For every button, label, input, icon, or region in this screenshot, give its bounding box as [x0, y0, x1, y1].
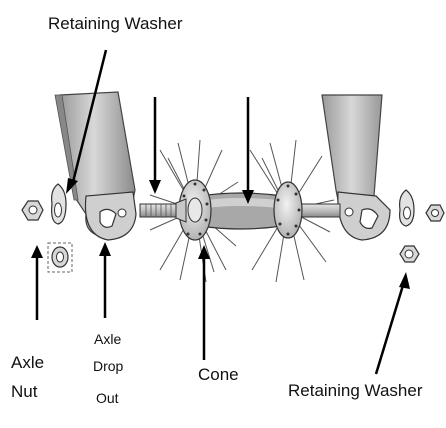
axle-nut-label-line2: Nut	[11, 383, 37, 400]
arrow-bottom-retaining-washer	[376, 272, 410, 374]
right-dropout	[338, 192, 390, 240]
right-lower-washer	[400, 246, 419, 262]
cone-label: Cone	[198, 366, 239, 383]
arrow-left-spoke	[149, 97, 161, 194]
arrow-axle-drop-out	[99, 242, 111, 318]
axle-nut-label-line1: Axle	[11, 354, 44, 371]
right-retaining-washer	[400, 190, 414, 226]
right-axle-nut	[426, 205, 444, 221]
left-retaining-washer	[52, 184, 66, 224]
hub-body	[200, 193, 282, 229]
axle-drop-out-label-line1: Axle	[94, 332, 121, 346]
arrow-axle-center	[242, 97, 254, 204]
arrow-cone	[198, 245, 210, 360]
retaining-washer-bottom-label: Retaining Washer	[288, 382, 423, 399]
right-hub-flange	[274, 182, 302, 238]
axle-drop-out-label-line3: Out	[96, 391, 119, 405]
arrow-axle-nut	[31, 245, 43, 320]
left-washer-detail	[48, 243, 72, 272]
axle-drop-out-label-line2: Drop	[93, 359, 123, 373]
left-axle-nut	[22, 201, 43, 220]
left-cone	[176, 199, 186, 222]
retaining-washer-top-label: Retaining Washer	[48, 15, 183, 32]
